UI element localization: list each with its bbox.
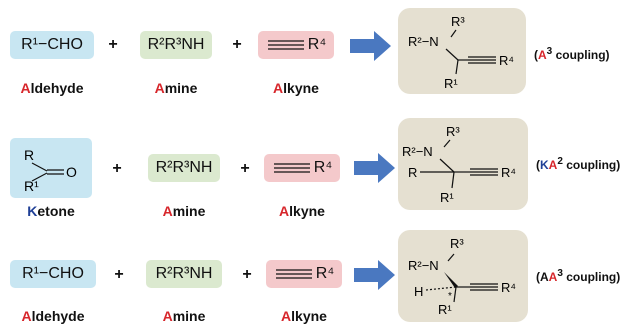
amine-label: Amine [154,80,198,96]
ketone-label: Ketone [27,203,75,219]
svg-text:R⁴: R⁴ [499,53,514,68]
alkyne-triple-bond-icon [267,40,304,50]
svg-text:R¹: R¹ [440,190,454,205]
aldehyde-label: Aldehyde [20,80,84,96]
svg-text:R²−N: R²−N [402,144,433,159]
plus-sign: + [112,160,122,177]
coupling-name: (AA3 coupling) [536,268,621,284]
chiral-propargylamine-structure: R³ R²−N H * R⁴ R¹ [408,236,516,317]
svg-text:R⁴: R⁴ [501,165,516,180]
amine-box: R²R³NH [148,154,220,182]
svg-text:O: O [66,164,77,180]
svg-text:R: R [408,165,417,180]
alkyne-label: Alkyne [281,308,327,324]
ketone-box: R R¹ O [10,138,92,198]
product-box: R³ R²−N H * R⁴ R¹ [398,230,528,322]
reaction-row-a3: R¹−CHO Aldehyde + R²R³NH Amine + R⁴ Alky… [0,0,635,105]
svg-text:R²−N: R²−N [408,258,439,273]
amine-label: Amine [162,203,206,219]
alkyne-box: R⁴ [266,260,342,288]
arrow-right-icon [354,153,395,183]
plus-sign: + [114,266,124,283]
plus-sign: + [240,160,250,177]
alkyne-substituent: R⁴ [315,265,335,282]
arrow-right-icon [354,260,395,290]
propargylamine-structure: R³ R²−N R⁴ R¹ [408,14,514,91]
product-box: R³ R²−N R⁴ R¹ [398,8,526,94]
coupling-name: (A3 coupling) [534,46,610,62]
alkyne-box: R⁴ [264,154,340,182]
reaction-row-ka2: R R¹ O Ketone + R²R³NH Amine + R⁴ Alkyne [0,108,635,219]
svg-text:R¹: R¹ [24,178,39,194]
alkyne-box: R⁴ [258,31,334,59]
alkyne-triple-bond-icon [273,163,310,173]
amine-formula: R²R³NH [155,265,213,282]
amine-formula: R²R³NH [155,159,213,176]
alkyne-substituent: R⁴ [313,159,333,176]
alkyne-label: Alkyne [273,80,319,96]
svg-text:R¹: R¹ [438,302,452,317]
amine-label: Amine [162,308,206,324]
alkyne-triple-bond-icon [275,269,312,279]
plus-sign: + [108,36,118,53]
amine-formula: R²R³NH [147,36,205,53]
svg-text:R³: R³ [450,236,464,251]
svg-text:R³: R³ [451,14,465,29]
aldehyde-box: R¹−CHO [10,260,96,288]
product-box: R³ R²−N R R⁴ R¹ [398,118,528,210]
plus-sign: + [232,36,242,53]
svg-text:H: H [414,284,423,299]
ketone-structure: R R¹ O [24,147,77,194]
coupling-name: (KA2 coupling) [536,156,621,172]
svg-text:R¹: R¹ [444,76,458,91]
svg-text:R: R [24,147,34,163]
svg-text:R⁴: R⁴ [501,280,516,295]
aldehyde-formula: R¹−CHO [22,265,84,282]
aldehyde-label: Aldehyde [21,308,85,324]
svg-text:R²−N: R²−N [408,34,439,49]
svg-text:R³: R³ [446,124,460,139]
propargylamine-structure: R³ R²−N R R⁴ R¹ [402,124,516,205]
arrow-right-icon [350,31,391,61]
svg-text:*: * [448,291,452,302]
alkyne-label: Alkyne [279,203,325,219]
plus-sign: + [242,266,252,283]
amine-box: R²R³NH [140,31,212,59]
alkyne-substituent: R⁴ [307,36,327,53]
amine-box: R²R³NH [146,260,222,288]
reaction-row-aa3: R¹−CHO Aldehyde + R²R³NH Amine + R⁴ Alky… [0,222,635,325]
aldehyde-box: R¹−CHO [10,31,94,59]
aldehyde-formula: R¹−CHO [21,36,83,53]
